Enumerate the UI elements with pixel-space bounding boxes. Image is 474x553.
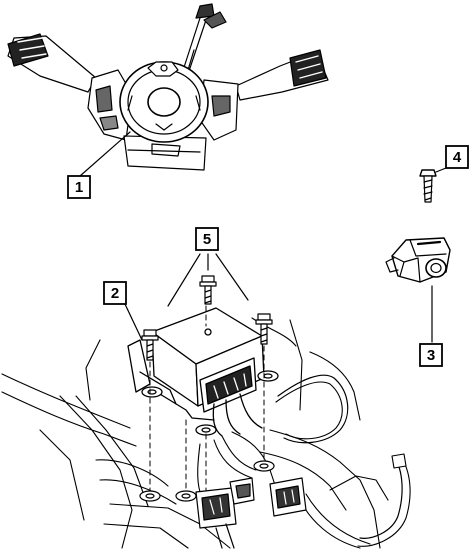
vehicle-floor-structure — [1, 317, 411, 549]
bolt-icon-right — [255, 313, 273, 345]
callout-5-label: 5 — [203, 231, 211, 248]
clockspring-switch-assembly — [7, 3, 329, 171]
callout-4-label: 4 — [453, 149, 462, 166]
callout-1-label: 1 — [75, 179, 83, 196]
callout-3-label: 3 — [427, 347, 435, 364]
bolt-icon-left — [141, 329, 159, 361]
leader-line-4 — [435, 167, 447, 173]
callout-2-label: 2 — [111, 285, 119, 302]
bolt-icon-center — [199, 275, 217, 305]
screw-icon — [419, 169, 437, 203]
impact-sensor-icon — [385, 237, 451, 283]
callout-1: 1 — [67, 175, 91, 199]
callout-5: 5 — [195, 227, 219, 251]
leader-line-5a — [167, 253, 201, 307]
alignment-dashed-lines — [149, 305, 265, 493]
floor-mounting-points — [139, 460, 275, 502]
harness-connectors — [195, 477, 307, 549]
callout-4: 4 — [445, 145, 469, 169]
leader-line-5c — [215, 253, 249, 301]
callout-2: 2 — [103, 281, 127, 305]
callout-3: 3 — [419, 343, 443, 367]
leader-line-1 — [79, 131, 131, 177]
airbag-control-module — [127, 307, 279, 437]
leader-line-2 — [123, 301, 143, 341]
bolt-icons — [141, 275, 273, 361]
